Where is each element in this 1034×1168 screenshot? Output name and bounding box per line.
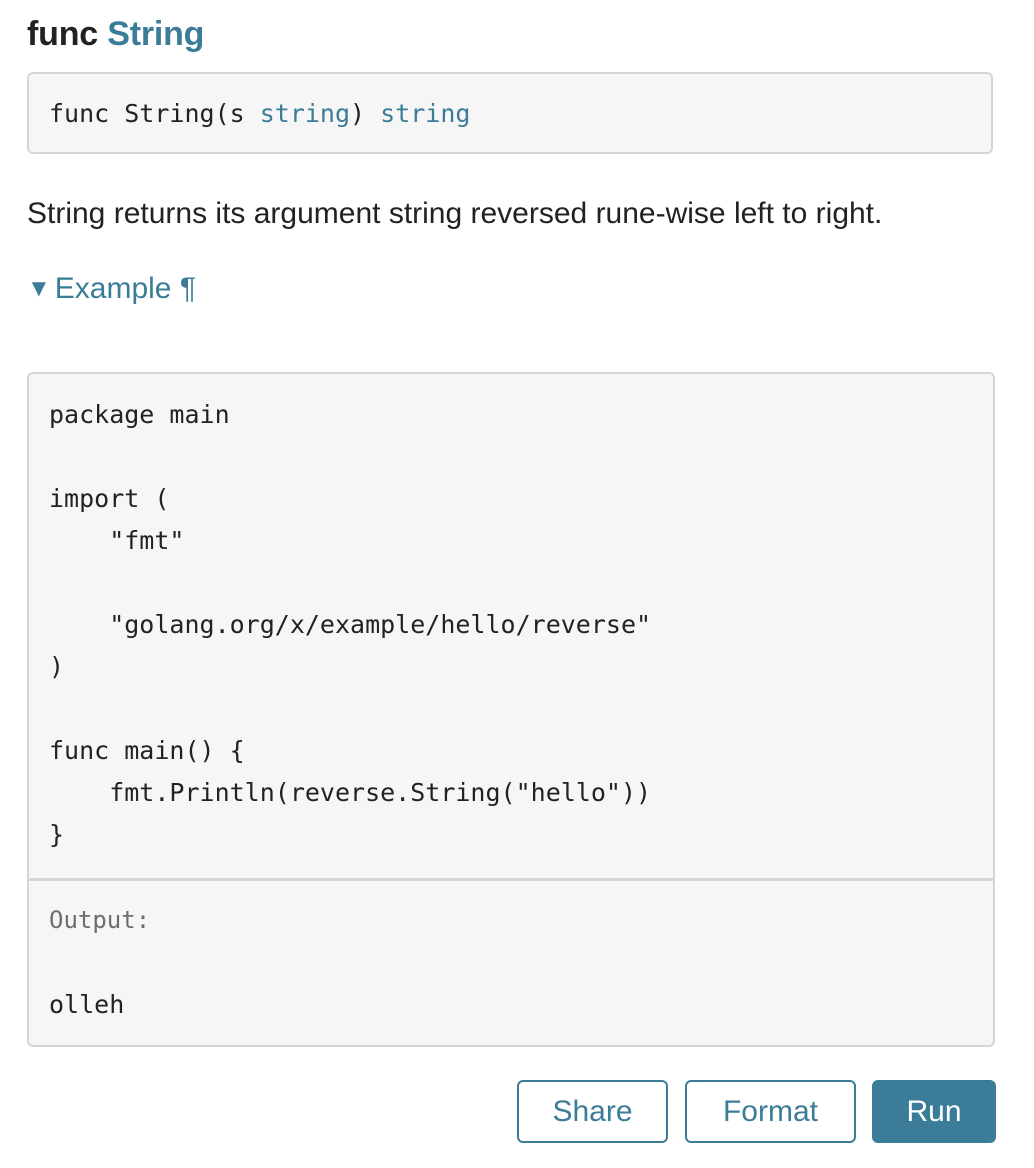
output-divider — [29, 878, 993, 881]
signature-middle: ) — [350, 99, 381, 128]
share-button[interactable]: Share — [517, 1080, 668, 1143]
example-label: Example — [54, 272, 172, 305]
pilcrow-icon[interactable]: ¶ — [179, 272, 196, 305]
triangle-down-icon: ▼ — [27, 275, 51, 302]
output-value: olleh — [49, 990, 125, 1019]
format-button[interactable]: Format — [685, 1080, 856, 1143]
function-description: String returns its argument string rever… — [27, 197, 883, 230]
output-label: Output: — [49, 906, 151, 934]
function-heading: func String — [27, 10, 204, 58]
param-type-link[interactable]: string — [259, 99, 351, 128]
run-button[interactable]: Run — [872, 1080, 996, 1143]
signature-prefix: func String(s — [49, 99, 260, 128]
function-name-link[interactable]: String — [107, 15, 205, 53]
func-keyword: func — [27, 15, 98, 53]
example-playground: package main import ( "fmt" "golang.org/… — [27, 372, 995, 1047]
function-signature: func String(s string) string — [27, 72, 993, 154]
example-toggle[interactable]: ▼Example ¶ — [27, 267, 196, 313]
example-code-editor[interactable]: package main import ( "fmt" "golang.org/… — [49, 400, 652, 849]
return-type-link[interactable]: string — [380, 99, 471, 128]
